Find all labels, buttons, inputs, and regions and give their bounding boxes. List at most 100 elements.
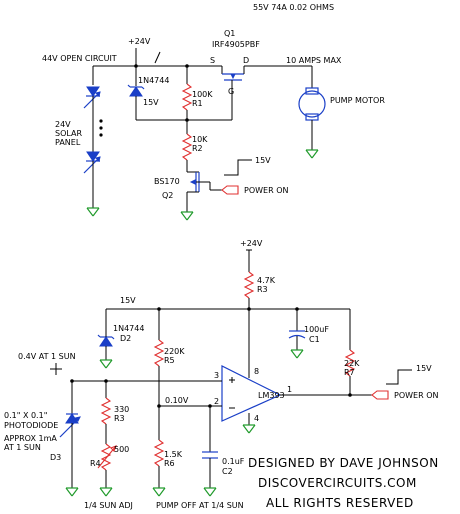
label-pin-4: 4 [254,414,259,423]
pump-motor [298,66,326,150]
label-panel-line2: SOLAR [55,129,82,138]
credit-website: DISCOVERCIRCUITS.COM [258,476,417,490]
label-r1-value: 100K [192,90,213,99]
ground-d3 [65,487,79,497]
comparator-lm393 [221,309,372,425]
mosfet-q1 [208,65,312,84]
label-inverting-voltage: 0.10V [165,396,189,405]
label-pump-motor: PUMP MOTOR [330,96,385,105]
ground-r4 [99,487,113,497]
top-rail [92,51,208,85]
label-panel-line1: 24V [55,120,71,129]
label-photodiode-name: PHOTODIODE [4,421,58,430]
label-pump-off: PUMP OFF AT 1/4 SUN [156,501,244,510]
label-r2-name: R2 [192,144,203,153]
label-pin-2: 2 [214,397,219,406]
label-supply-24v-mid: +24V [240,239,263,248]
label-c1-name: C1 [309,335,320,344]
label-r3-top-name: R3 [257,285,268,294]
label-r4-value: 500 [114,445,129,454]
supply-24v-top [133,48,139,67]
label-d1-part: 1N4744 [138,76,169,85]
label-c2-value: 0.1uF [222,457,245,466]
zener-d2 [97,328,115,360]
photodiode-d3 [59,413,81,488]
label-r6-value: 1.5K [164,450,183,459]
label-r5-name: R5 [164,356,175,365]
ground-motor [305,149,319,159]
label-q1-part: IRF4905PBF [212,40,260,49]
label-sun-voltage: 0.4V AT 1 SUN [18,352,76,361]
ground-c2 [203,487,217,497]
mosfet-q2 [186,171,222,212]
label-r4-name: R4 [90,459,101,468]
ground-panel [86,207,100,217]
label-panel-line3: PANEL [55,138,81,147]
label-source-pin: S [210,56,215,65]
label-sun-adjust: 1/4 SUN ADJ [84,501,133,510]
label-r3-bottom-value: 330 [114,405,129,414]
label-c2-name: C2 [222,467,233,476]
label-photodiode-current2: AT 1 SUN [4,443,41,452]
resistor-r5 [153,309,165,440]
ground-comparator [242,424,256,434]
potentiometer-r4 [97,443,117,488]
label-q2-part: BS170 [154,177,180,186]
capacitor-c1 [288,309,306,350]
label-r1-name: R1 [192,99,203,108]
resistor-r6 [153,439,165,488]
label-drain-pin: D [243,56,249,65]
supply-24v-mid [246,249,252,272]
credit-rights: ALL RIGHTS RESERVED [266,496,414,510]
label-c1-value: 100uF [304,325,329,334]
label-power-on-a: POWER ON [244,186,288,195]
resistor-r1 [181,82,193,120]
ground-d2 [99,359,113,369]
solar-panel [83,86,103,208]
label-r7-name: R7 [344,368,355,377]
label-power-on-b: POWER ON [394,391,438,400]
label-r7-value: 22K [344,359,360,368]
label-r3-top-value: 4.7K [257,276,276,285]
label-r2-value: 10K [192,135,208,144]
resistor-r3-bottom [100,397,112,444]
label-amps-max: 10 AMPS MAX [286,56,342,65]
label-supply-24v-top: +24V [128,37,151,46]
power-on-output-flag [371,390,389,400]
label-r3-bottom-name: R3 [114,414,125,423]
capacitor-c2 [202,451,218,488]
label-15v-rail: 15V [120,296,136,305]
power-on-input-flag [221,185,239,195]
label-pin-3: 3 [214,371,219,380]
ground-c1 [290,349,304,359]
label-d2-name: D2 [120,334,131,343]
label-comparator: LM393 [258,391,285,400]
inverting-input-net [159,404,222,452]
resistor-r7 [344,349,356,397]
label-15v-b: 15V [416,364,432,373]
label-15v-a: 15V [255,156,271,165]
label-pin-8: 8 [254,367,259,376]
label-photodiode-size: 0.1" X 0.1" [4,411,47,420]
label-d1-voltage: 15V [143,98,159,107]
waveform-step-b [386,369,412,385]
noninverting-input-net [50,363,222,414]
resistor-r2 [181,132,193,172]
label-open-circuit: 44V OPEN CIRCUIT [42,54,117,63]
label-q2-name: Q2 [162,191,173,200]
ground-q2 [180,211,194,221]
label-q1-rating: 55V 74A 0.02 OHMS [253,3,334,12]
ground-r6 [152,487,166,497]
label-photodiode-current1: APPROX 1mA [4,434,57,443]
gate-node [136,84,233,132]
resistor-r3-top [243,271,255,309]
label-d3-name: D3 [50,453,61,462]
credit-designer: DESIGNED BY DAVE JOHNSON [248,456,439,470]
label-gate-pin: G [228,87,234,96]
label-q1-name: Q1 [224,29,235,38]
label-r6-name: R6 [164,459,175,468]
label-pin-1: 1 [287,385,292,394]
label-r5-value: 220K [164,347,185,356]
waveform-step-a [224,159,252,176]
